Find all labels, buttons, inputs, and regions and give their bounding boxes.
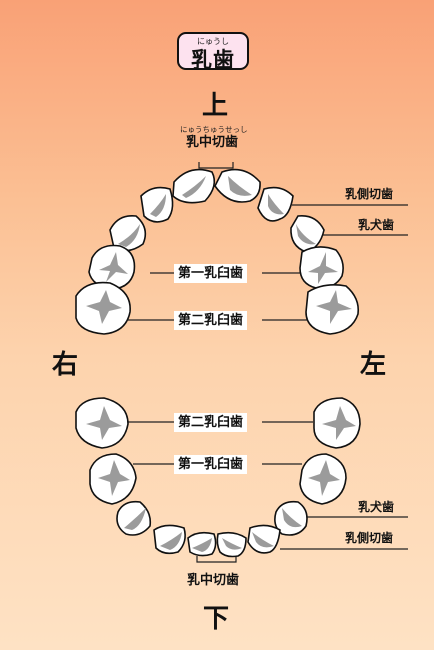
upper-lateral-incisor-right-tooth	[140, 186, 174, 223]
upper-canine-label: 乳犬歯	[358, 218, 395, 232]
lower-canine-label: 乳犬歯	[358, 500, 395, 514]
lower-lateral-incisor-left-tooth	[247, 524, 281, 554]
upper-central-ruby: にゅうちゅうせっし	[180, 125, 248, 134]
upper-central-label: 乳中切歯	[186, 135, 239, 150]
upper-central-bracket	[198, 162, 234, 169]
title-box: にゅうし 乳歯	[177, 32, 249, 72]
lower-first-molar-right-tooth	[89, 453, 137, 505]
upper-lateral-label: 乳側切歯	[345, 187, 394, 201]
lower-lateral-incisor-right-tooth	[153, 524, 186, 555]
upper-heading: 上	[202, 91, 229, 121]
upper-first-molar-left-tooth	[299, 246, 344, 290]
upper-second-molar-right-tooth	[75, 281, 131, 335]
lower-lateral-label: 乳側切歯	[345, 531, 394, 545]
upper-canine-left-tooth	[290, 214, 325, 253]
title-ruby: にゅうし	[197, 37, 229, 46]
title-text: 乳歯	[191, 48, 235, 72]
lower-canine-right-tooth	[116, 500, 152, 536]
upper-central-incisor-left-tooth	[214, 168, 261, 203]
upper-lateral-incisor-left-tooth	[257, 186, 294, 222]
lower-central-incisor-left-tooth	[216, 531, 247, 558]
lower-first-molar-label: 第一乳臼歯	[174, 455, 248, 474]
lower-second-molar-left-tooth	[313, 397, 361, 449]
left-side-label: 左	[360, 350, 387, 380]
upper-second-molar-left-tooth	[305, 284, 360, 335]
lower-second-molar-label: 第二乳臼歯	[174, 413, 248, 432]
right-side-label: 右	[52, 350, 79, 380]
upper-first-molar-label: 第一乳臼歯	[174, 264, 248, 283]
upper-central-incisor-right-tooth	[172, 168, 216, 204]
lower-central-bracket	[196, 556, 237, 563]
lower-central-incisor-right-tooth	[187, 531, 217, 557]
lower-heading: 下	[203, 604, 230, 634]
upper-second-molar-label: 第二乳臼歯	[174, 311, 248, 330]
lower-second-molar-right-tooth	[75, 397, 129, 449]
lower-first-molar-left-tooth	[299, 453, 347, 505]
lower-central-label: 乳中切歯	[187, 573, 240, 588]
